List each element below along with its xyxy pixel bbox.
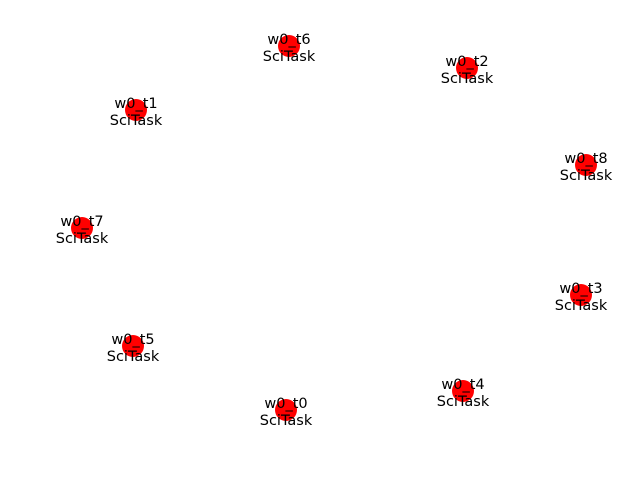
node-name-label: w0_t3 [559, 281, 602, 297]
nodes-layer: w0_t0SciTaskw0_t1SciTaskw0_t2SciTaskw0_t… [56, 32, 613, 429]
node-type-label: SciTask [437, 394, 490, 410]
node-type-label: SciTask [110, 113, 163, 129]
node-name-label: w0_t6 [267, 32, 310, 48]
node-marker [452, 380, 474, 402]
node-marker [275, 399, 297, 421]
node-name-label: w0_t4 [441, 377, 484, 393]
node-marker [278, 35, 300, 57]
node-name-label: w0_t0 [264, 396, 307, 412]
node-marker [122, 335, 144, 357]
node-type-label: SciTask [260, 413, 313, 429]
node-type-label: SciTask [555, 298, 608, 314]
node-marker [456, 57, 478, 79]
node-marker [71, 217, 93, 239]
node-marker [125, 99, 147, 121]
node-type-label: SciTask [107, 349, 160, 365]
node-name-label: w0_t7 [60, 214, 103, 230]
node-marker [575, 154, 597, 176]
node-name-label: w0_t8 [564, 151, 607, 167]
node-type-label: SciTask [56, 231, 109, 247]
node-type-label: SciTask [441, 71, 494, 87]
node-marker [570, 284, 592, 306]
node-name-label: w0_t5 [111, 332, 154, 348]
node-name-label: w0_t2 [445, 54, 488, 70]
node-type-label: SciTask [560, 168, 613, 184]
node-type-label: SciTask [263, 49, 316, 65]
node-name-label: w0_t1 [114, 96, 157, 112]
